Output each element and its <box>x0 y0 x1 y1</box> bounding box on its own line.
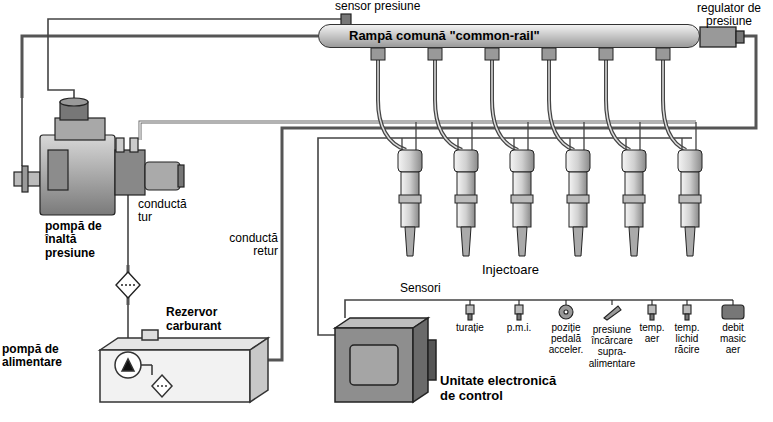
ecu-box <box>335 318 436 402</box>
sensor-label: poziție pedală acceler. <box>544 322 588 356</box>
injector-wire <box>318 138 692 335</box>
node-text: Rampă comună "common-rail" <box>349 29 540 44</box>
fuel-tank-node: Rezervor carburant <box>100 305 268 402</box>
sensor-icon <box>604 300 621 320</box>
fuel-line <box>22 36 318 98</box>
fuel-filter <box>116 272 140 298</box>
part-label: Injectoare <box>482 263 539 278</box>
sensor-icon <box>722 300 744 319</box>
part-label: sensor presiune <box>335 0 420 13</box>
pump-outlet-stub <box>127 195 129 265</box>
wires <box>22 19 733 352</box>
common-rail: Rampă comună "common-rail" <box>318 24 700 48</box>
pressure-regulator <box>700 27 744 47</box>
sensor-icon <box>466 300 474 320</box>
sensor-icon <box>559 300 573 319</box>
sensor-label: turație <box>450 322 490 333</box>
pressure-sensor-wire <box>48 19 341 102</box>
node-text: Rezervor carburant <box>166 306 246 334</box>
injector <box>371 48 422 256</box>
line-label: conductă retur <box>222 232 278 259</box>
ecu-node: Unitate electronică de control <box>330 312 570 412</box>
part-label: Sensori <box>400 282 441 295</box>
part-label: pompă de alimentare <box>2 343 97 370</box>
sensor-icon <box>515 300 523 320</box>
injector <box>485 48 534 256</box>
injector <box>428 48 478 256</box>
line-label: conductă tur <box>138 198 194 225</box>
sensor-icon <box>683 300 691 320</box>
sensor-bus <box>345 300 733 318</box>
sensor-label: temp. lichid răcire <box>670 322 704 356</box>
sensor-label: debit masic aer <box>712 322 754 356</box>
injector <box>599 48 646 256</box>
part-label: regulator de presiune <box>688 2 770 29</box>
injector <box>542 48 590 256</box>
high-pressure-pump-node: pompă de înaltă presiune <box>12 98 187 265</box>
sensor-label: temp. aer <box>638 322 666 344</box>
fuel-line <box>268 36 756 360</box>
injector <box>656 48 702 256</box>
fuel-tank <box>100 330 268 402</box>
sensor-label: presiune încărcare supra-alimentare <box>587 324 637 369</box>
node-text: pompă de înaltă presiune <box>45 220 125 261</box>
pump-feed-stub <box>21 98 23 166</box>
sensor-icon <box>648 300 656 320</box>
sensor-label: p.m.i. <box>499 322 539 333</box>
node-text: Unitate electronică de control <box>440 374 564 404</box>
